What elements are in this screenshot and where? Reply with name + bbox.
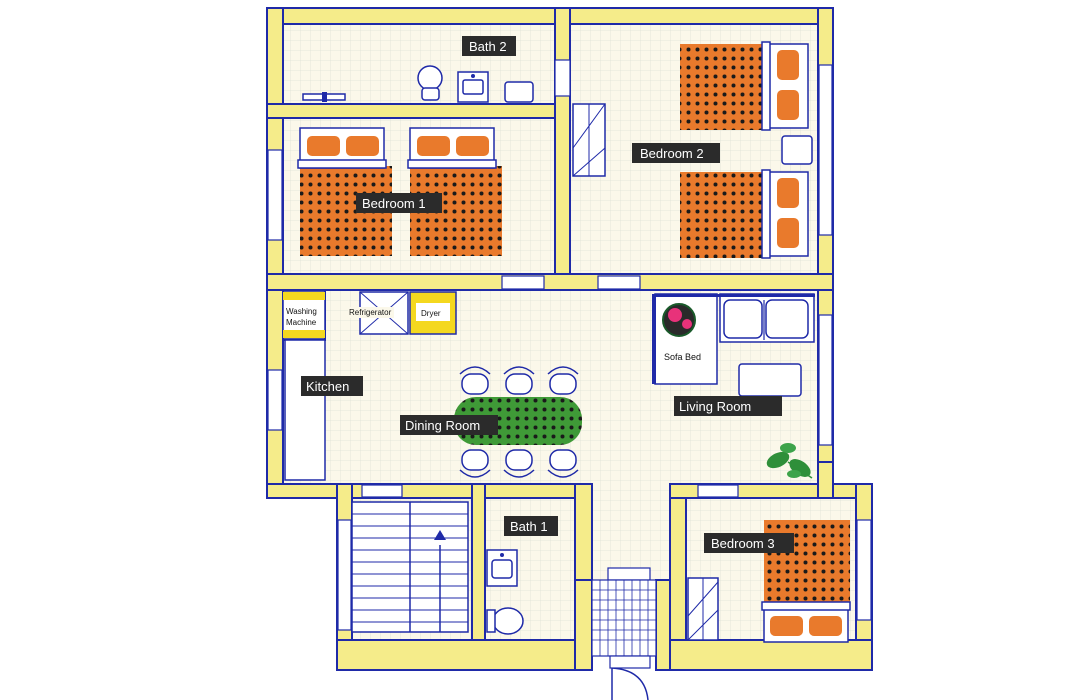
dryer: Dryer [409, 291, 457, 335]
svg-text:Bedroom 2: Bedroom 2 [640, 146, 704, 161]
svg-text:Bath 2: Bath 2 [469, 39, 507, 54]
washing-machine: Washing Machine [282, 291, 326, 339]
windows [267, 59, 872, 631]
room-label-bedroom2: Bedroom 2 [632, 143, 720, 163]
kitchen-counter [284, 339, 326, 481]
svg-text:Dining Room: Dining Room [405, 418, 480, 433]
room-label-bedroom1: Bedroom 1 [356, 193, 442, 213]
bedroom3-closet [687, 577, 719, 641]
person-on-sofa-icon [662, 303, 696, 337]
refrigerator-label: Refrigerator [349, 308, 392, 317]
sofa-bed: Sofa Bed [652, 293, 815, 385]
entry-area [591, 579, 657, 700]
bath2-fixtures [302, 65, 534, 103]
bedroom1-bed-left [297, 127, 392, 256]
room-label-living: Living Room [674, 396, 782, 416]
bedroom1-bed-right [407, 127, 502, 256]
washing-machine-label: Washing [286, 307, 317, 316]
svg-text:Bath 1: Bath 1 [510, 519, 548, 534]
coffee-table [738, 363, 802, 397]
svg-text:Living Room: Living Room [679, 399, 751, 414]
washing-machine-label-2: Machine [286, 318, 317, 327]
room-label-dining: Dining Room [400, 415, 498, 435]
room-label-bath2: Bath 2 [462, 36, 516, 56]
svg-text:Bedroom 1: Bedroom 1 [362, 196, 426, 211]
svg-text:Bedroom 3: Bedroom 3 [711, 536, 775, 551]
bedroom2-bed-top [680, 41, 809, 131]
dining-chairs [459, 366, 579, 478]
bedroom3-bed [761, 520, 851, 643]
sofa-bed-label: Sofa Bed [664, 352, 701, 362]
bedroom2-bed-bottom [680, 169, 809, 259]
plant-icon [766, 443, 813, 479]
front-door[interactable] [609, 655, 651, 669]
svg-text:Kitchen: Kitchen [306, 379, 349, 394]
bedroom2-nightstand [781, 135, 813, 165]
dryer-label: Dryer [421, 309, 441, 318]
bath1-fixtures [486, 549, 524, 635]
bedroom2-closet [572, 103, 606, 177]
room-label-kitchen: Kitchen [301, 376, 363, 396]
staircase [351, 501, 469, 633]
room-label-bedroom3: Bedroom 3 [704, 533, 794, 553]
room-label-bath1: Bath 1 [504, 516, 558, 536]
refrigerator: Refrigerator [348, 291, 409, 335]
